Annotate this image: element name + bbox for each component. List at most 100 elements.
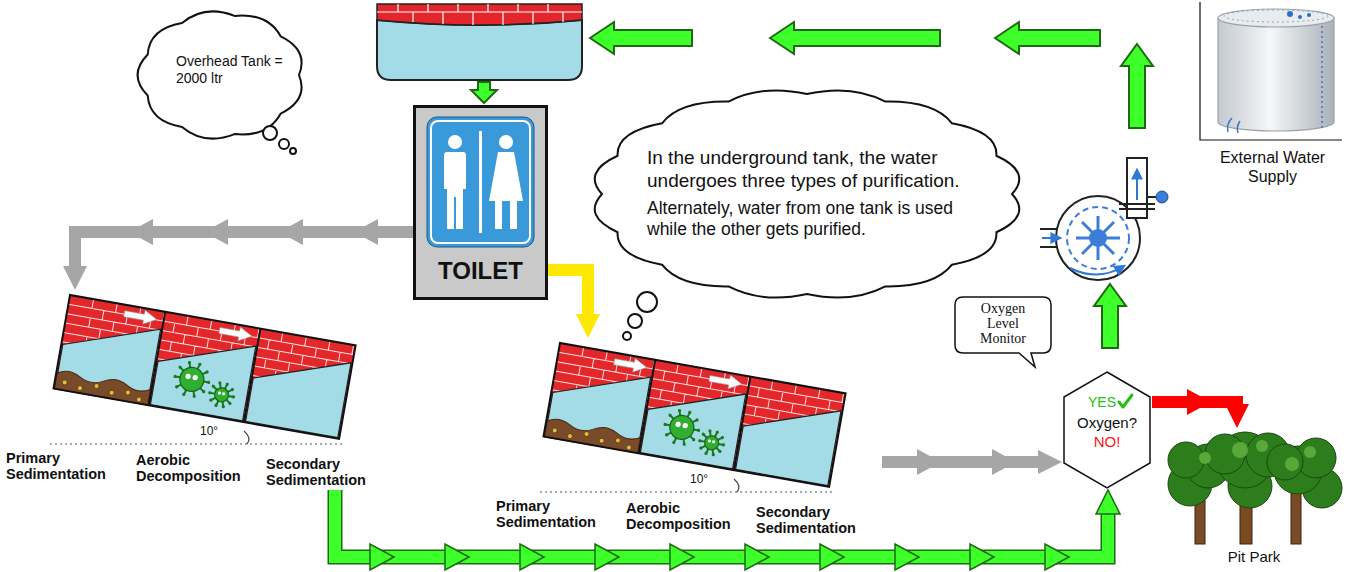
flow-chevron xyxy=(129,219,153,245)
bacteria-spike xyxy=(207,381,211,385)
monitor-label: Oxygen Level Monitor xyxy=(972,301,1034,346)
text-slot: External Water Supply xyxy=(1205,148,1340,186)
connector-group xyxy=(335,490,1108,570)
tank-divider xyxy=(149,312,261,422)
text-slot: YES xyxy=(1072,394,1132,410)
text-slot: Primary Sedimentation xyxy=(496,498,618,530)
bacteria-eye xyxy=(185,373,191,379)
flow-arrow xyxy=(471,82,497,103)
water xyxy=(246,347,351,438)
septic-tank: Primary SedimentationAerobic Decompositi… xyxy=(490,338,882,538)
flow-arrow xyxy=(1121,44,1153,128)
water-storage-tank xyxy=(1200,2,1342,140)
level-line xyxy=(540,491,835,492)
bacteria-spike xyxy=(698,439,702,443)
yes-label: YES xyxy=(1072,394,1132,410)
sludge-grain xyxy=(626,445,632,451)
centrifugal-pump xyxy=(1076,216,1120,260)
text-slot: Aerobic Decomposition xyxy=(136,452,258,484)
brick-wall xyxy=(544,343,846,487)
woman-icon xyxy=(489,152,523,229)
flow-chevron xyxy=(670,544,694,570)
bacteria-spike xyxy=(711,453,715,457)
tank-body xyxy=(54,295,356,439)
bacteria-spike xyxy=(228,402,232,406)
bacteria-eye xyxy=(192,375,198,381)
brick-mortar xyxy=(54,295,356,439)
level-line xyxy=(50,443,345,444)
thought-bubble xyxy=(623,332,631,340)
bacteria-spike xyxy=(175,385,179,389)
brick-mortar xyxy=(544,343,846,487)
connector-group xyxy=(1152,389,1237,415)
bacteria-spike xyxy=(232,395,236,399)
water xyxy=(736,395,841,486)
centrifugal-pump xyxy=(1067,207,1129,269)
text-slot: 10° xyxy=(200,424,240,438)
man-icon xyxy=(448,135,462,149)
tank-body xyxy=(544,343,846,487)
flow-arrow xyxy=(590,22,692,54)
centrifugal-pump xyxy=(1147,196,1156,198)
thought-bubble xyxy=(628,314,642,328)
bacteria-spike xyxy=(697,429,701,433)
centrifugal-pump xyxy=(1070,266,1124,275)
bacteria-spike xyxy=(692,438,696,442)
bacteria-body xyxy=(214,387,230,403)
tank-outline xyxy=(54,295,356,439)
bacteria-spike xyxy=(218,381,222,385)
sludge-grain xyxy=(552,428,558,434)
sludge-grain xyxy=(109,390,115,396)
overhead-tank xyxy=(377,4,582,80)
flow-chevron xyxy=(354,219,378,245)
stage-label: Secondary Sedimentation xyxy=(756,504,878,536)
flow-chevron xyxy=(279,219,303,245)
flow-chevron xyxy=(1045,544,1069,570)
tree-group xyxy=(1285,457,1299,471)
bacteria-eye xyxy=(675,421,681,427)
thought-bubble xyxy=(263,126,277,140)
thought-bubble xyxy=(637,292,657,312)
cloud-note: In the underground tank, the water under… xyxy=(647,146,982,192)
text-slot: Oxygen Level Monitor xyxy=(972,301,1034,346)
tree-group xyxy=(1168,442,1204,478)
sludge-grain xyxy=(77,385,83,391)
flow-chevron xyxy=(370,544,394,570)
text-slot: Oxygen? xyxy=(1066,414,1148,432)
flow-arrow xyxy=(995,22,1100,54)
water-storage-tank xyxy=(1218,18,1334,131)
bacteria-icon xyxy=(206,380,237,410)
thought-bubble xyxy=(290,148,296,154)
flow-arrow xyxy=(75,232,413,272)
cloud-note: Overhead Tank = 2000 ltr xyxy=(176,53,294,87)
angle-arc xyxy=(734,479,739,492)
water-supply: External Water Supply xyxy=(1200,2,1345,188)
toilet-sign: TOILET xyxy=(413,105,548,300)
speech-bubble: Oxygen Level Monitor xyxy=(953,295,1053,357)
bacteria-spike xyxy=(678,409,682,413)
bacteria-spike xyxy=(699,446,703,450)
sign-border xyxy=(431,121,530,243)
flow-chevron xyxy=(204,219,228,245)
flow-chevron xyxy=(820,544,844,570)
bacteria-spike xyxy=(182,393,186,397)
stage-label: Primary Sedimentation xyxy=(6,450,128,482)
bacteria-icon xyxy=(696,428,727,458)
bacteria-spike xyxy=(672,441,676,445)
text-slot: Overhead Tank = 2000 ltr xyxy=(176,53,294,87)
text-slot: NO! xyxy=(1066,433,1148,451)
bacteria-spike xyxy=(708,429,712,433)
bacteria-spike xyxy=(704,452,708,456)
angle-label: 10° xyxy=(200,424,240,438)
bacteria-spike xyxy=(688,411,692,415)
tree-group xyxy=(1168,432,1342,544)
sludge xyxy=(544,418,641,454)
text-slot: In the underground tank, the water under… xyxy=(647,146,982,192)
stage-label: Aerobic Decomposition xyxy=(626,500,748,532)
angle-label: 10° xyxy=(690,472,730,486)
flow-chevron xyxy=(895,544,919,570)
bacteria-spike xyxy=(718,450,722,454)
sludge-grain xyxy=(94,383,100,389)
bacteria-icon xyxy=(660,407,703,448)
bacteria-spike xyxy=(715,430,719,434)
